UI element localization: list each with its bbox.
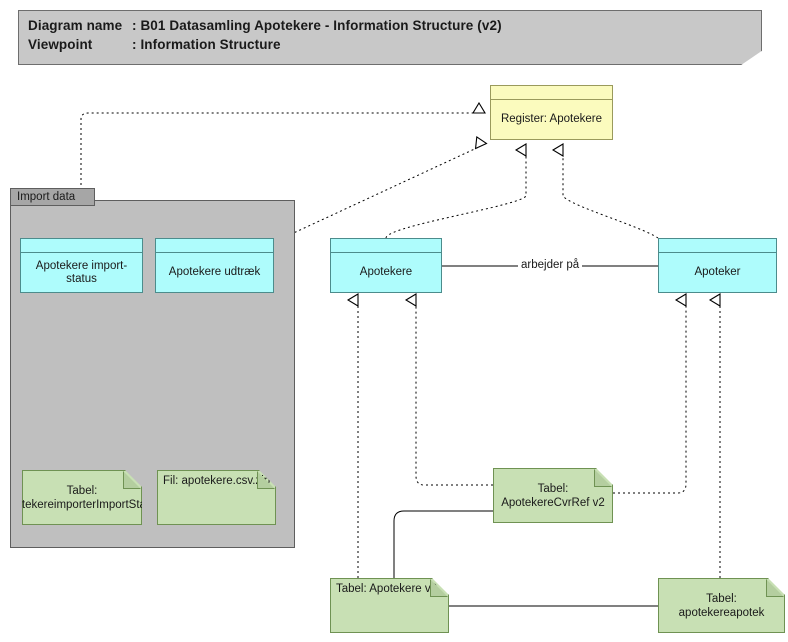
register-apotekere-label: Register: Apotekere — [500, 113, 602, 125]
node-header-bar — [156, 239, 273, 253]
note-fold-icon — [594, 469, 612, 487]
note-tabel-apotekere-v2-label: Tabel: Apotekere v2 — [336, 583, 438, 595]
note-tabel-apotekerecvrref-v2[interactable]: Tabel: ApotekereCvrRef v2 — [493, 468, 613, 523]
edge-cvrref-to-apotekerev2-solid — [393, 510, 493, 578]
group-import-data-label: Import data — [17, 191, 76, 203]
note-tabel-cvrref-label: Tabel: ApotekereCvrRef v2 — [501, 482, 605, 509]
apotekere-label: Apotekere — [359, 266, 413, 278]
node-apotekere[interactable]: Apotekere — [330, 238, 442, 293]
edge-udtraek-to-register — [271, 146, 481, 244]
node-header-bar — [659, 239, 776, 253]
node-header-bar — [21, 239, 142, 253]
group-import-data-tab[interactable]: Import data — [10, 188, 95, 206]
apotekere-import-status-label: Apotekere import-status — [35, 259, 128, 285]
viewpoint-value: : Information Structure — [132, 37, 281, 52]
note-tabel-apotekereapotek[interactable]: Tabel: apotekereapotek — [658, 578, 785, 633]
diagram-title-banner: Diagram name : B01 Datasamling Apotekere … — [18, 10, 762, 65]
node-register-apotekere[interactable]: Register: Apotekere — [490, 85, 613, 140]
diagram-name-row: Diagram name : B01 Datasamling Apotekere … — [28, 18, 502, 33]
note-tabel-apotekereapotek-label: Tabel: apotekereapotek — [678, 592, 765, 619]
node-apotekere-import-status[interactable]: Apotekere import-status — [20, 238, 143, 293]
node-header-bar — [331, 239, 441, 253]
register-header-bar — [491, 86, 612, 100]
node-apoteker[interactable]: Apoteker — [658, 238, 777, 293]
diagram-name-label: Diagram name — [28, 18, 123, 33]
edge-apoteker-to-register — [563, 150, 659, 239]
edge-apotekere-to-register — [385, 150, 526, 239]
note-fold-icon — [430, 579, 448, 597]
viewpoint-label: Viewpoint — [28, 37, 93, 52]
apoteker-label: Apoteker — [694, 266, 741, 278]
note-tabel-apotekereimporter-importstatus[interactable]: Tabel: apotekereimporterImportStatus — [22, 470, 142, 525]
node-apotekere-udtraek[interactable]: Apotekere udtræk — [155, 238, 274, 293]
note-tabel-apotekere-v2[interactable]: Tabel: Apotekere v2 — [330, 578, 449, 633]
note-fil-csv-zip-label: Fil: apotekere.csv.zip — [163, 475, 271, 487]
diagram-name-value: : B01 Datasamling Apotekere - Informatio… — [132, 18, 502, 33]
note-fold-icon — [766, 579, 784, 597]
edge-cvrref-to-apotekere — [416, 300, 493, 486]
note-tabel-importstatus-label: Tabel: apotekereimporterImportStatus — [2, 484, 162, 511]
edge-cvrref-to-apoteker — [613, 300, 686, 494]
note-fil-apotekere-csv-zip[interactable]: Fil: apotekere.csv.zip — [157, 470, 276, 525]
apotekere-udtraek-label: Apotekere udtræk — [168, 266, 261, 278]
edge-label-arbejder-paa: arbejder på — [518, 259, 583, 271]
viewpoint-row: Viewpoint : Information Structure — [28, 37, 281, 52]
